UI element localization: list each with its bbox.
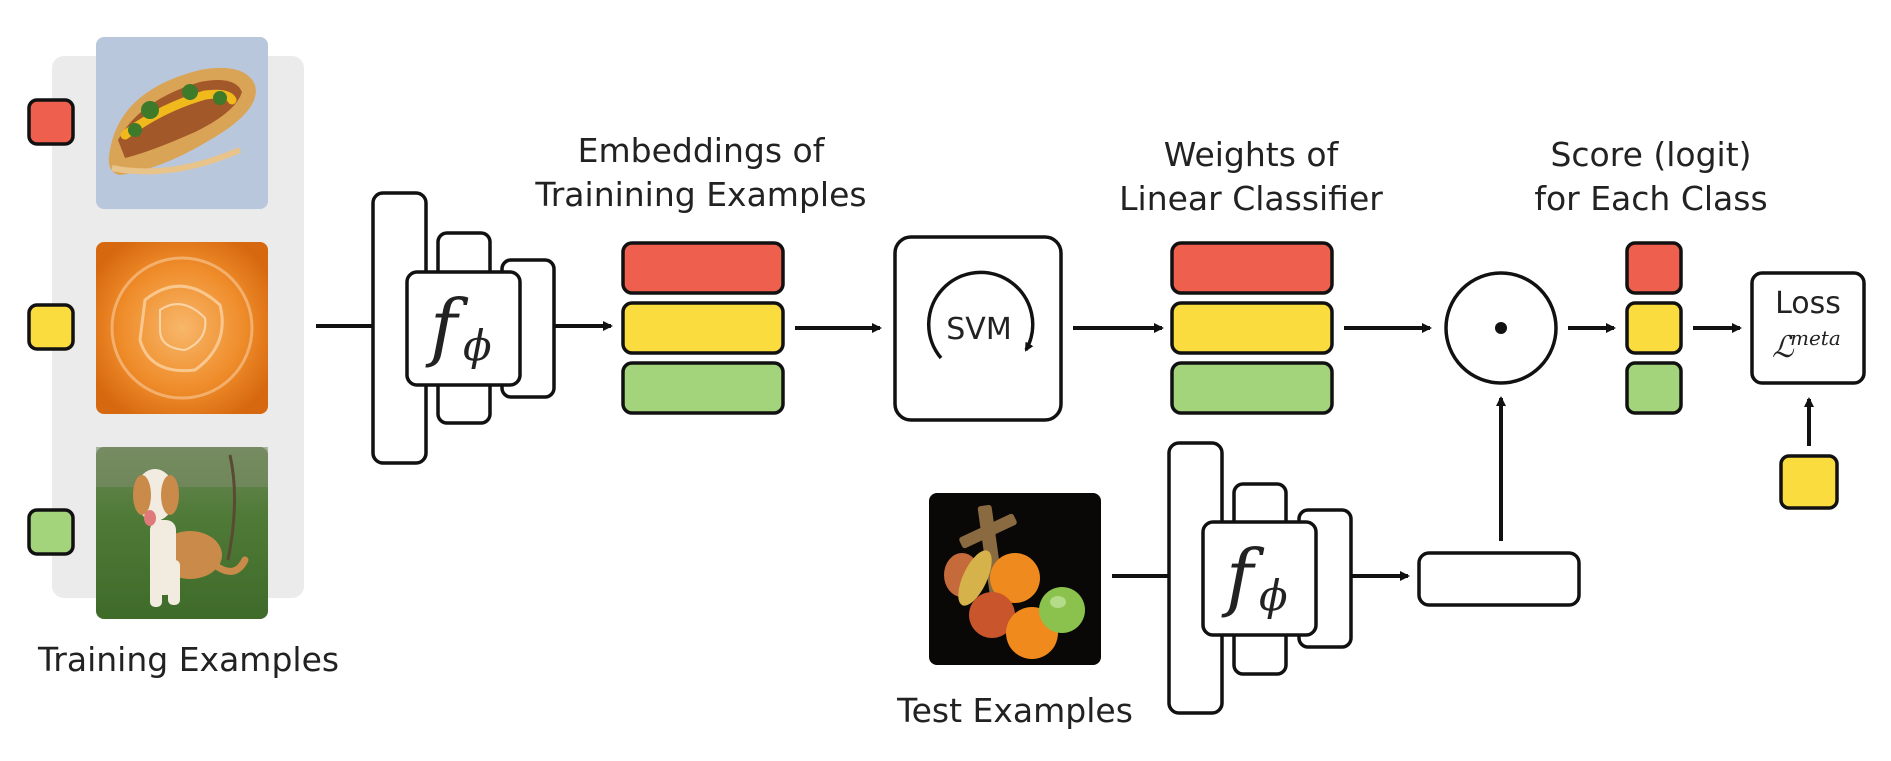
embedding-bar-green [621, 361, 785, 415]
loss-title: Loss [1775, 286, 1841, 321]
embedding-bar-red [621, 241, 785, 295]
score-label-line2: for Each Class [1534, 179, 1767, 218]
embeddings-stack [621, 241, 785, 415]
embeddings-label-line2: Trainining Examples [534, 175, 866, 214]
loss-superscript: meta [1790, 326, 1841, 350]
orange-image [96, 242, 268, 414]
class-label-red [27, 98, 75, 146]
weights-label-line1: Weights of [1164, 135, 1340, 174]
training-examples-label: Training Examples [37, 640, 339, 679]
encoder-top-subscript: ϕ [463, 321, 492, 370]
test-image [929, 493, 1101, 665]
score-cell-red [1625, 241, 1683, 295]
encoder-top: f ϕ [371, 191, 556, 465]
embeddings-label-line1: Embeddings of [578, 131, 826, 170]
embedding-bar-yellow [621, 301, 785, 355]
weight-bar-green [1170, 361, 1334, 415]
svm-label: SVM [946, 312, 1011, 347]
score-cell-yellow [1625, 301, 1683, 355]
dog-image [96, 447, 268, 619]
loss-symbol: ℒ [1772, 330, 1795, 365]
weight-bar-red [1170, 241, 1334, 295]
encoder-bottom: f ϕ [1167, 441, 1353, 715]
encoder-bottom-subscript: ϕ [1259, 571, 1288, 620]
score-stack [1625, 241, 1683, 415]
query-label-square [1779, 454, 1839, 510]
test-examples-label: Test Examples [896, 691, 1133, 730]
weights-stack [1170, 241, 1334, 415]
hotdog-image [96, 37, 268, 209]
class-label-green [27, 508, 75, 556]
dot-product-operator [1444, 271, 1558, 385]
score-cell-green [1625, 361, 1683, 415]
weight-bar-yellow [1170, 301, 1334, 355]
test-embedding [1417, 551, 1581, 607]
score-label-line1: Score (logit) [1550, 135, 1751, 174]
class-label-yellow [27, 303, 75, 351]
loss-block: Loss ℒ meta [1750, 271, 1866, 385]
weights-label-line2: Linear Classifier [1119, 179, 1383, 218]
svm-block: SVM [893, 235, 1063, 422]
